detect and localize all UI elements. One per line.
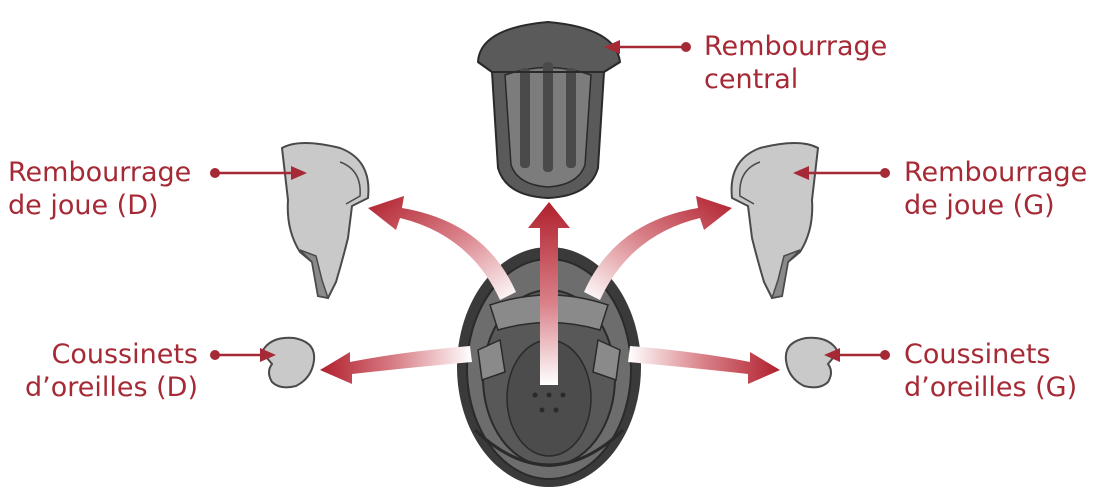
label-cheek-pad-left-line1: Rembourrage xyxy=(904,157,1088,188)
ear-pad-left xyxy=(784,336,840,389)
callout-lines xyxy=(210,40,890,362)
label-ear-pad-right: Coussinets d’oreilles (D) xyxy=(25,338,198,404)
arrow-right xyxy=(628,346,780,384)
arrow-up-right xyxy=(584,196,732,300)
cheek-pad-left xyxy=(730,142,820,300)
label-cheek-pad-right: Rembourrage de joue (D) xyxy=(8,156,191,222)
label-ear-pad-right-line1: Coussinets xyxy=(51,339,199,370)
label-cheek-pad-right-line1: Rembourrage xyxy=(8,157,192,188)
crown-pad xyxy=(476,20,622,200)
arrow-left xyxy=(320,346,472,384)
label-ear-pad-right-line2: d’oreilles (D) xyxy=(25,372,198,403)
arrow-up-left xyxy=(368,196,516,300)
ear-pad-right xyxy=(260,336,316,389)
label-crown-pad-line2: central xyxy=(704,64,799,95)
label-ear-pad-left: Coussinets d’oreilles (G) xyxy=(904,338,1077,404)
arrow-up xyxy=(528,202,570,385)
cheek-pad-right xyxy=(280,142,370,300)
label-ear-pad-left-line1: Coussinets xyxy=(904,339,1051,370)
removal-arrows xyxy=(320,196,780,385)
label-cheek-pad-right-line2: de joue (D) xyxy=(8,190,159,221)
helmet xyxy=(457,247,641,487)
label-cheek-pad-left: Rembourrage de joue (G) xyxy=(904,156,1087,222)
label-cheek-pad-left-line2: de joue (G) xyxy=(904,190,1055,221)
label-crown-pad-line1: Rembourrage xyxy=(704,31,888,62)
label-ear-pad-left-line2: d’oreilles (G) xyxy=(904,372,1078,403)
label-crown-pad: Rembourrage central xyxy=(704,30,887,96)
